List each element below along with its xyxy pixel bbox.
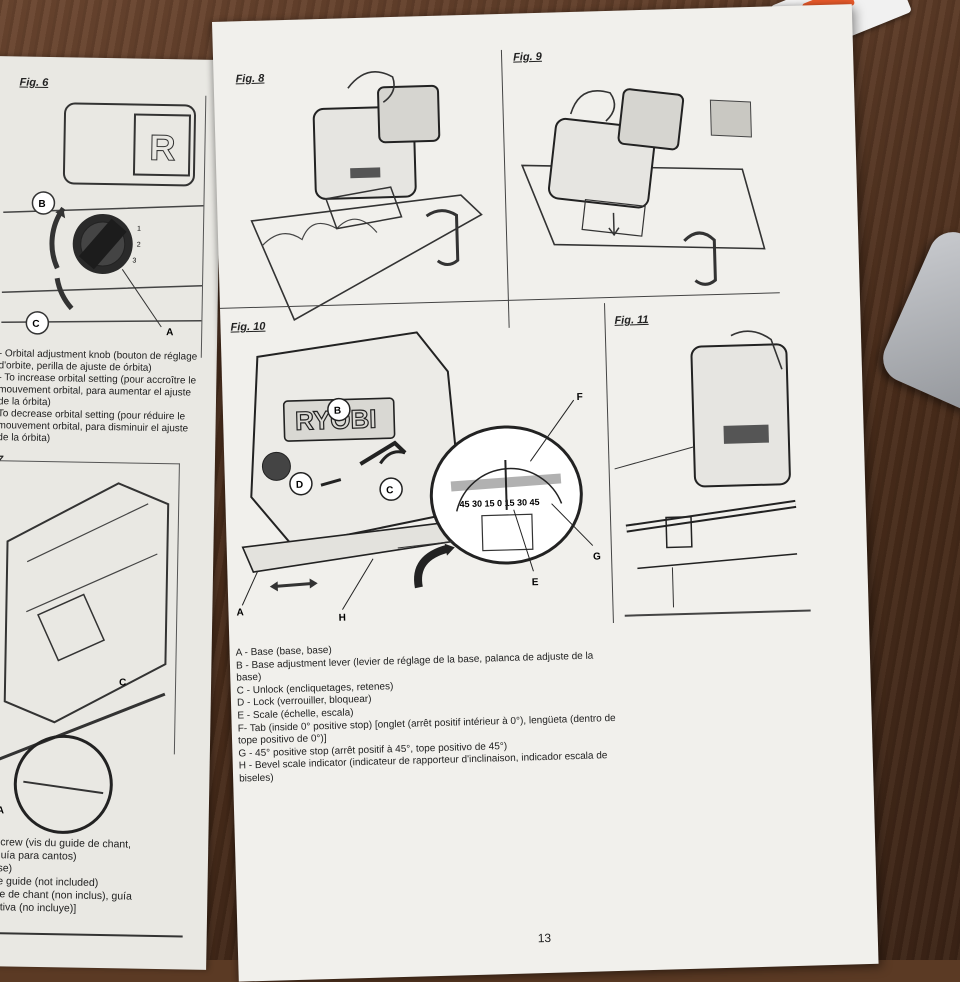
fig7-caption-line: ptativa (no incluye)] <box>0 901 77 915</box>
fig6-captions: - Orbital adjustment knob (bouton de rég… <box>0 348 199 447</box>
svg-text:R: R <box>149 127 176 168</box>
fig6-title: Fig. 6 <box>19 76 49 90</box>
page-number: 13 <box>537 930 552 946</box>
fig10-callout-b: B <box>334 406 342 417</box>
fig10-callout-a: A <box>236 607 244 618</box>
fig6-dial-mark-3: 3 <box>132 258 136 265</box>
fig10-callout-e: E <box>532 577 539 588</box>
fig9-drawing <box>520 88 766 286</box>
fig7-callout-a: A <box>0 805 4 816</box>
fig10-callout-g: G <box>593 551 601 562</box>
page-rule <box>0 932 183 938</box>
fig6-dial-mark-1: 1 <box>137 226 141 233</box>
fig6-callout-b: B <box>38 199 45 210</box>
fig11-title: Fig. 11 <box>614 313 649 327</box>
fig6-dial-mark-2: 2 <box>137 242 141 249</box>
fig10-callout-d: D <box>296 480 304 491</box>
fig7-drawing: C A <box>0 482 170 834</box>
fig6-callout-c: C <box>32 319 39 330</box>
fig6-drawing: R B C A 1 2 3 <box>1 102 204 338</box>
right-manual-page: Fig. 8 Fig. 9 Fig. 10 RYOBI <box>212 4 879 982</box>
fig6-callout-a: A <box>166 327 173 338</box>
fig8-drawing <box>250 71 483 321</box>
fig7-callout-c: C <box>119 677 126 688</box>
fig10-drawing: RYOBI B D C 45 30 15 0 15 30 45 F G E A … <box>236 331 601 624</box>
fig11-drawing <box>614 330 798 608</box>
figure-rule <box>624 609 811 617</box>
fig9-title: Fig. 9 <box>512 50 543 64</box>
fig6-illustration: R B C A 1 2 3 <box>0 92 207 358</box>
fig10-callout-f: F <box>576 392 582 403</box>
left-manual-page: Fig. 6 R B C A 1 2 3 - Orbital adjustmen… <box>0 56 222 970</box>
fig10-legend: A - Base (base, base) B - Base adjustmen… <box>235 637 619 786</box>
fig10-callout-h: H <box>339 612 347 623</box>
fig7-captions: e screw (vis du guide de chant, a guía p… <box>0 836 186 917</box>
bevel-scale: 45 30 15 0 15 30 45 <box>459 497 539 509</box>
fig10-callout-c: C <box>386 485 394 496</box>
fig7-illustration: C A <box>0 460 180 834</box>
